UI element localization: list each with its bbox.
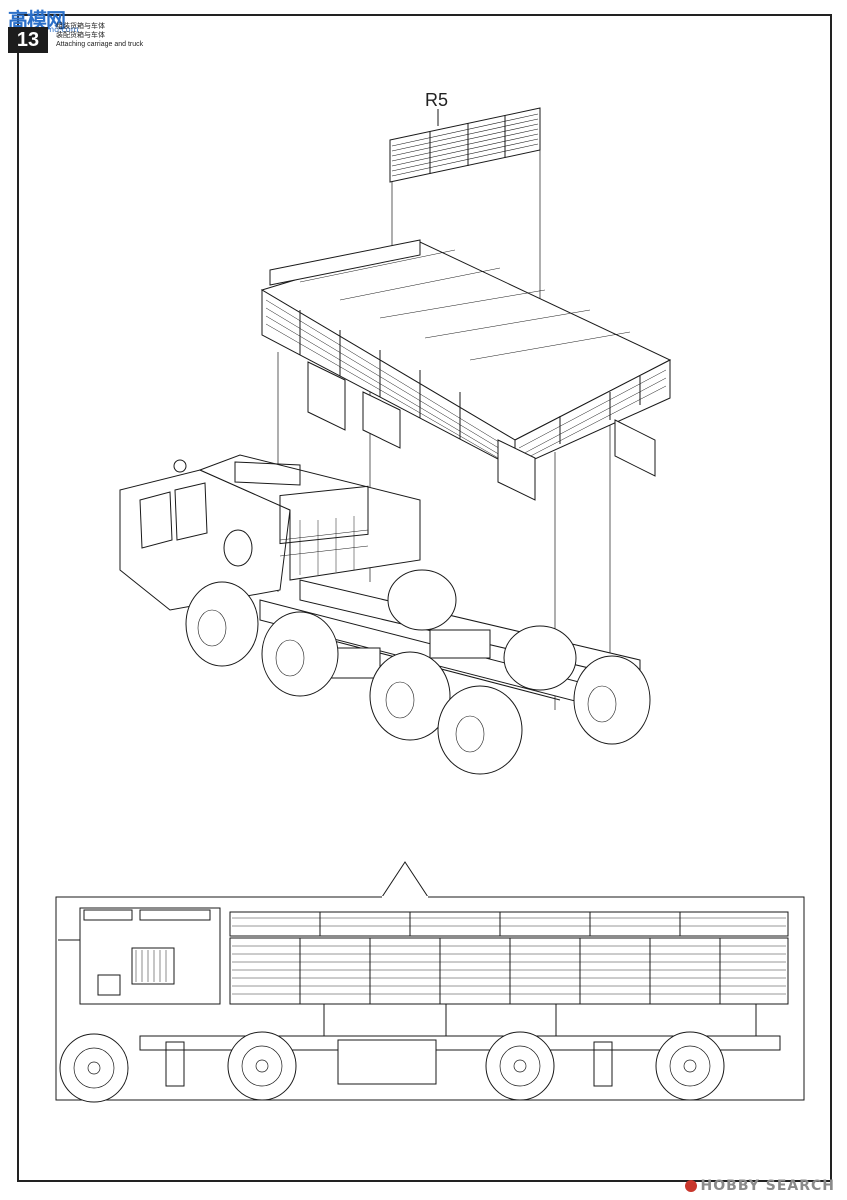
watermark-text: 高模网 — [8, 10, 66, 32]
side-view-truck — [58, 907, 789, 1103]
step-title-zh-2: 装配货箱与车体 — [56, 32, 105, 39]
step-title-zh-1: 组装货箱与车体 — [56, 23, 105, 30]
step-number-badge: 13 — [8, 27, 48, 53]
page-border — [17, 14, 832, 1182]
hobby-search-icon — [684, 1180, 697, 1192]
step-title: 组装货箱与车体 装配货箱与车体 Attaching carriage and t… — [56, 22, 143, 49]
step-title-en: Attaching carriage and truck — [56, 41, 144, 48]
truck-wheels — [185, 569, 651, 775]
r5-panel — [389, 107, 541, 183]
cargo-carriage — [260, 239, 672, 469]
part-label-r5: R5 — [425, 90, 449, 110]
footer-logo-text: HOBBY SEARCH — [700, 1178, 835, 1194]
truck-cab — [119, 454, 421, 611]
footer-logo: HOBBY SEARCH — [684, 1176, 835, 1196]
